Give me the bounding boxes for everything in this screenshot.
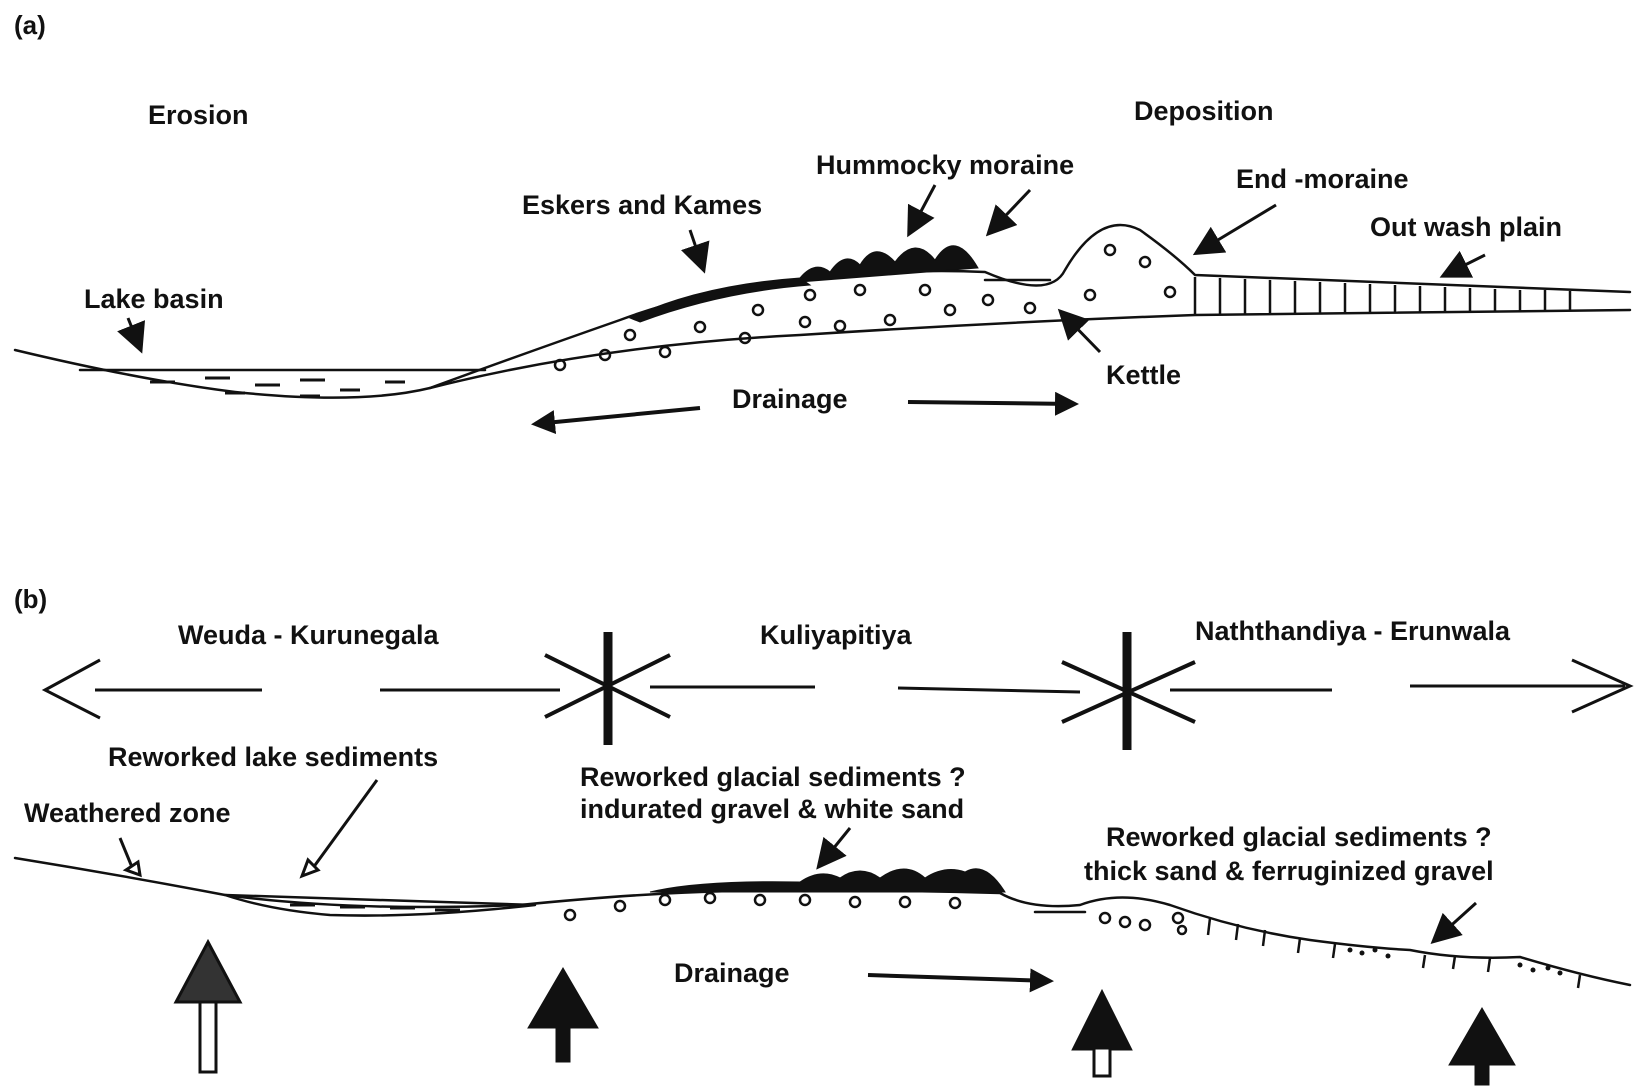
deposition-label: Deposition xyxy=(1134,96,1274,126)
panel-a: (a) Erosion Deposition xyxy=(14,10,1630,424)
reworked-lake-sediments-label: Reworked lake sediments xyxy=(108,742,438,772)
region-naththandiya-erunwala: Naththandiya - Erunwala xyxy=(1195,616,1511,646)
lake-basin-label: Lake basin xyxy=(84,284,224,314)
uplift-arrow-right2 xyxy=(1449,1008,1515,1085)
panel-b-label: (b) xyxy=(14,584,47,614)
erosion-label: Erosion xyxy=(148,100,249,130)
panel-b-drainage-arrow xyxy=(868,975,1050,981)
glacial-sediments-middle-line2: indurated gravel & white sand xyxy=(580,794,964,824)
end-moraine-label: End -moraine xyxy=(1236,164,1409,194)
panel-a-label: (a) xyxy=(14,10,46,40)
eskers-kames-label: Eskers and Kames xyxy=(522,190,762,220)
panel-b: (b) Weuda - Kurunegala Kuliyapitiya Nath… xyxy=(14,584,1630,1085)
uplift-arrow-weuda xyxy=(176,942,240,1072)
lake-dashes xyxy=(150,378,405,396)
panel-a-ground-surface xyxy=(15,225,1630,398)
panel-a-deposit-base xyxy=(430,310,1630,388)
panel-b-sand-hatching xyxy=(1208,918,1580,988)
esker-kame-deposit xyxy=(630,278,810,322)
panel-a-drainage-label: Drainage xyxy=(732,384,848,414)
flow-direction-arrows xyxy=(45,660,1630,718)
hummocky-moraine-label: Hummocky moraine xyxy=(816,150,1074,180)
hummocky-moraine-hills xyxy=(800,246,978,282)
glacial-sediments-right-line1: Reworked glacial sediments ? xyxy=(1106,822,1492,852)
uplift-arrows xyxy=(176,942,1515,1085)
glacial-sediments-right-line2: thick sand & ferruginized gravel xyxy=(1084,856,1494,886)
weathered-zone-label: Weathered zone xyxy=(24,798,231,828)
panel-b-gravel-clasts xyxy=(565,893,1186,934)
uplift-arrow-right1 xyxy=(1072,990,1132,1076)
kettle-label: Kettle xyxy=(1106,360,1181,390)
glacial-sediments-middle-line1: Reworked glacial sediments ? xyxy=(580,762,966,792)
uplift-arrow-kuliyapitiya xyxy=(528,968,598,1062)
region-weuda-kurunegala: Weuda - Kurunegala xyxy=(178,620,440,650)
panel-b-drainage-label: Drainage xyxy=(674,958,790,988)
panel-b-glacial-hills xyxy=(650,869,1005,892)
outwash-plain-label: Out wash plain xyxy=(1370,212,1562,242)
region-kuliyapitiya: Kuliyapitiya xyxy=(760,620,913,650)
